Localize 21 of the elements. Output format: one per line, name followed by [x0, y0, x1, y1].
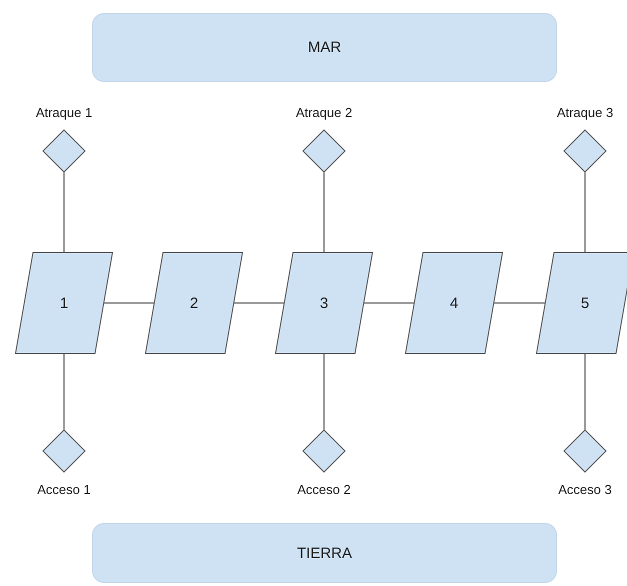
connector-line — [584, 354, 586, 430]
node-label: Atraque 2 — [296, 105, 352, 120]
node-label: Acceso 3 — [558, 482, 612, 497]
block-number: 5 — [580, 294, 590, 312]
zone-label: TIERRA — [296, 544, 352, 562]
node-label: Atraque 3 — [556, 105, 614, 120]
node-label: Acceso 1 — [37, 482, 91, 497]
zone-band — [92, 13, 557, 82]
zone-label: MAR — [308, 39, 342, 56]
node-label: Acceso 2 — [297, 482, 351, 497]
block-number: 4 — [450, 294, 458, 312]
connector-line — [234, 302, 284, 304]
connector-line — [584, 172, 586, 252]
zone-band — [92, 523, 557, 583]
connector-line — [494, 302, 546, 304]
node-label: Atraque 1 — [36, 105, 92, 120]
block-number: 1 — [60, 294, 68, 312]
block-number: 2 — [190, 294, 198, 312]
block-number: 3 — [320, 294, 328, 312]
connector-line — [364, 302, 414, 304]
connector-line — [104, 302, 154, 304]
